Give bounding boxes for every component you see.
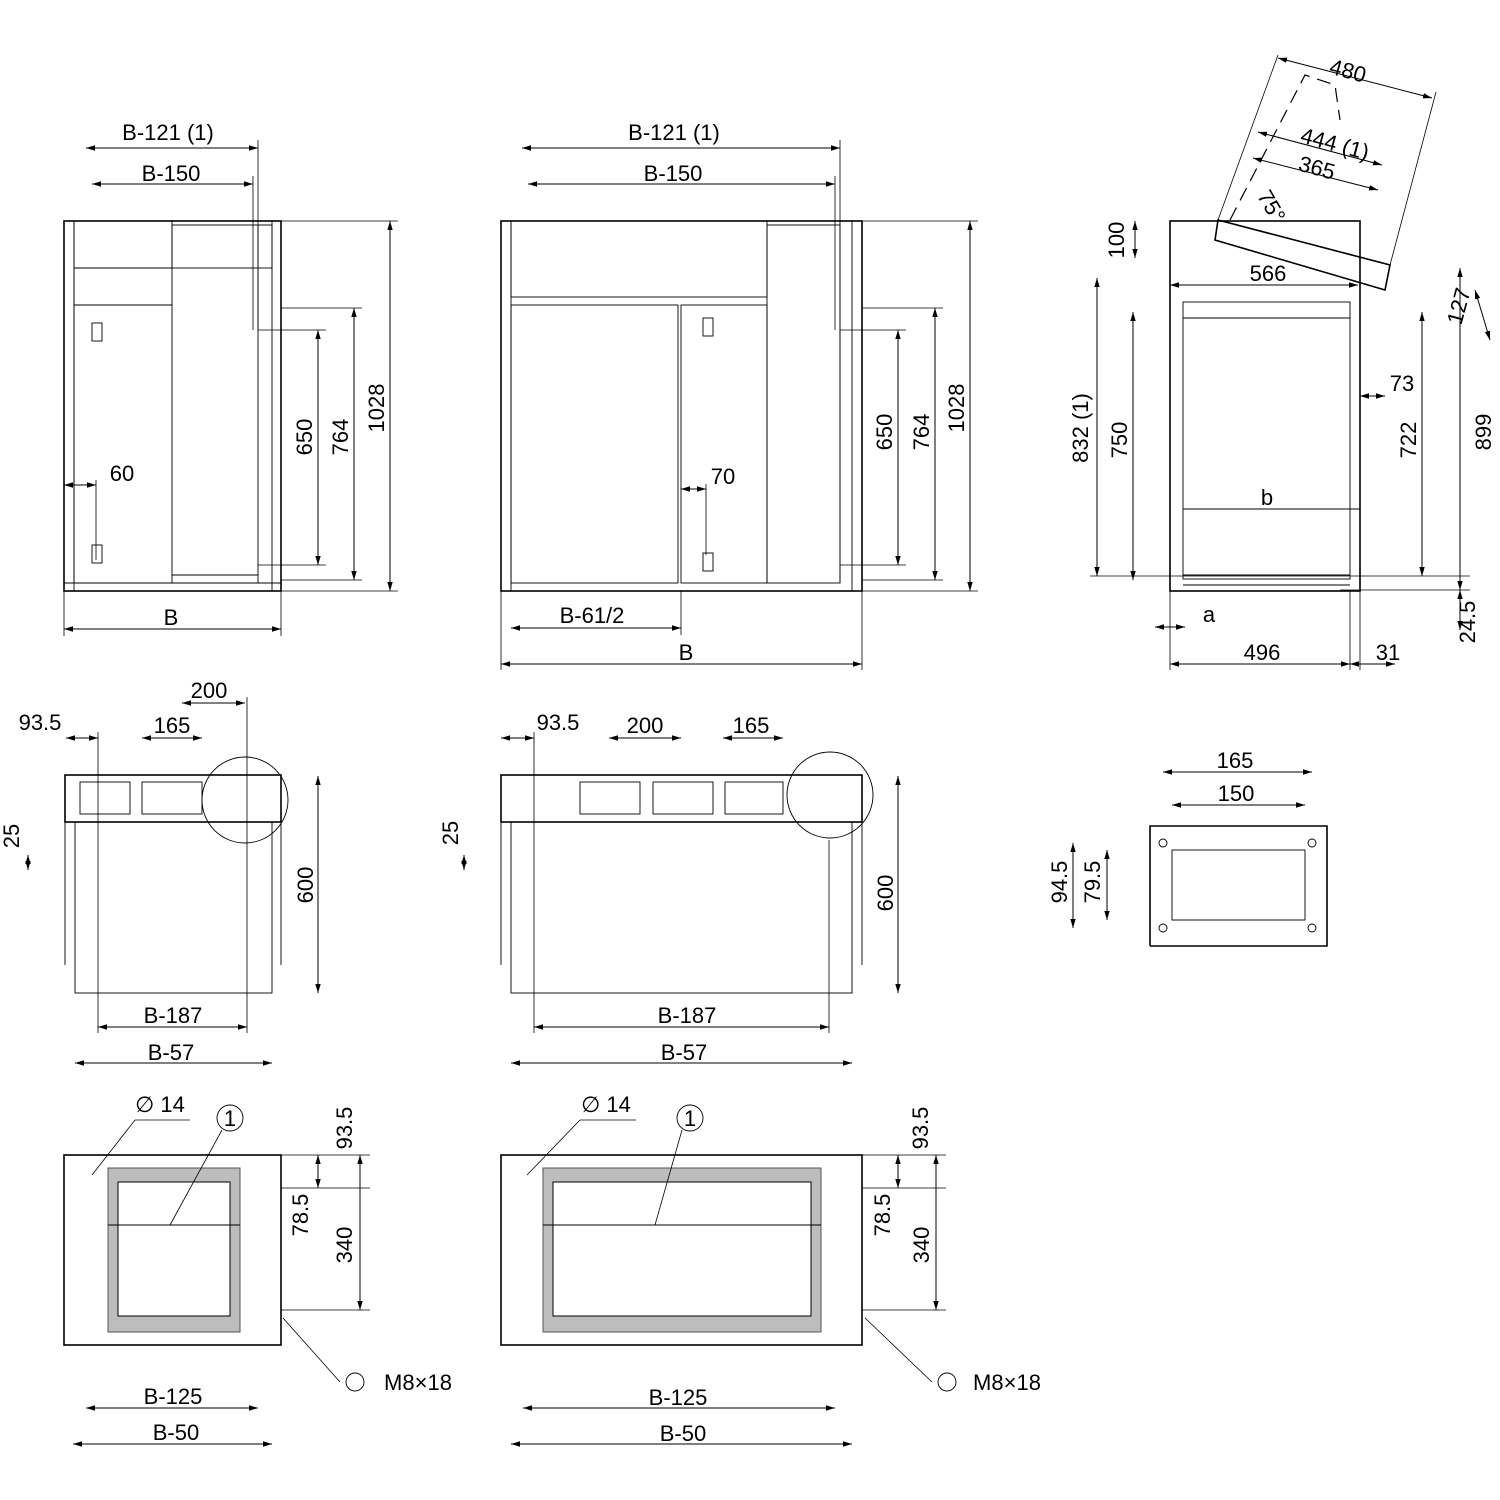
dimension-label-side-view-d566: 566 <box>1250 261 1287 286</box>
bottom-view-double <box>500 1104 957 1447</box>
dimension-label-top-double-d200: 200 <box>627 713 664 738</box>
dimension-label-bottom-single-d78: 78.5 <box>288 1194 313 1237</box>
dimension-label-top-single-w57: B-57 <box>148 1040 194 1065</box>
dimension-label-bottom-single-ref: 1 <box>224 1106 236 1131</box>
dimension-label-top-double-w187: B-187 <box>658 1003 717 1028</box>
dimension-label-bottom-single-d93: 93.5 <box>332 1107 357 1150</box>
dimension-label-side-view-d24: 24.5 <box>1455 601 1480 644</box>
dimension-label-side-view-b: b <box>1261 485 1273 510</box>
side-view <box>1090 54 1491 670</box>
dimension-label-bottom-double-dia: ∅ 14 <box>581 1092 631 1117</box>
dimension-label-side-view-d365: 365 <box>1296 151 1338 185</box>
dimension-label-top-single-d93: 93.5 <box>19 710 62 735</box>
top-view-single <box>25 697 321 1066</box>
dimension-label-top-single-d25: 25 <box>0 824 24 848</box>
dimension-label-bottom-double-d78: 78.5 <box>870 1194 895 1237</box>
dimension-label-front-double-door-h1028: 1028 <box>944 384 969 433</box>
dimension-label-top-single-d165: 165 <box>154 713 191 738</box>
dimension-label-bottom-single-screw: M8×18 <box>384 1370 452 1395</box>
dimension-label-front-single-door-h764: 764 <box>328 419 353 456</box>
dimension-label-detail-d94: 94.5 <box>1047 861 1072 904</box>
dimension-label-top-double-d25: 25 <box>438 821 463 845</box>
dimension-label-bottom-double-d93: 93.5 <box>908 1107 933 1150</box>
detail-view <box>1070 769 1328 947</box>
dimension-label-side-view-d899: 899 <box>1471 414 1496 451</box>
dimension-label-bottom-single-dia: ∅ 14 <box>135 1092 185 1117</box>
dimension-label-front-single-door-w150: B-150 <box>142 161 201 186</box>
dimension-label-front-double-door-width: B <box>679 640 694 665</box>
dimension-label-front-single-door-d60: 60 <box>110 461 134 486</box>
dimension-label-side-view-d480: 480 <box>1327 54 1369 88</box>
dimension-label-front-double-door-w150: B-150 <box>644 161 703 186</box>
dimension-label-detail-d165: 165 <box>1217 748 1254 773</box>
dimension-label-bottom-double-ref: 1 <box>684 1106 696 1131</box>
dimension-label-bottom-double-screw: M8×18 <box>973 1370 1041 1395</box>
dimension-label-bottom-single-d340: 340 <box>332 1227 357 1264</box>
dimension-label-top-single-d600: 600 <box>293 867 318 904</box>
dimension-label-front-single-door-h1028: 1028 <box>364 384 389 433</box>
dimension-label-top-single-d200: 200 <box>191 678 228 703</box>
dimension-label-side-view-d127: 127 <box>1442 285 1476 327</box>
dimension-label-side-view-a: a <box>1203 602 1216 627</box>
dimension-label-front-double-door-w121: B-121 (1) <box>628 120 720 145</box>
dimension-label-side-view-d722: 722 <box>1396 422 1421 459</box>
dimension-label-bottom-double-d340: 340 <box>909 1227 934 1264</box>
dimension-label-bottom-single-w50: B-50 <box>153 1420 199 1445</box>
dimension-label-top-double-d93: 93.5 <box>537 710 580 735</box>
top-view-double <box>461 732 901 1066</box>
dimension-label-front-double-door-h650: 650 <box>872 414 897 451</box>
dimension-label-side-view-d31: 31 <box>1376 640 1400 665</box>
dimension-labels: B-121 (1) B-150 650 764 1028 60B B-121 (1) B-15… <box>0 54 1496 1446</box>
dimension-label-bottom-double-w125: B-125 <box>649 1385 708 1410</box>
front-view-single-door <box>63 140 398 636</box>
dimension-label-side-view-d73: 73 <box>1390 371 1414 396</box>
dimension-label-top-double-d165: 165 <box>733 713 770 738</box>
dimension-label-top-double-w57: B-57 <box>661 1040 707 1065</box>
dimension-label-front-single-door-h650: 650 <box>292 419 317 456</box>
dimension-label-front-double-door-d70: 70 <box>711 464 735 489</box>
dimension-label-side-view-d832: 832 (1) <box>1068 393 1093 463</box>
dimension-label-side-view-d100: 100 <box>1104 222 1129 259</box>
front-view-double-door <box>500 140 978 670</box>
dimension-label-front-double-door-half: B-61/2 <box>560 603 625 628</box>
dimension-label-detail-d79: 79.5 <box>1080 861 1105 904</box>
dimension-label-detail-d150: 150 <box>1218 781 1255 806</box>
dimension-label-front-double-door-h764: 764 <box>909 414 934 451</box>
dimension-label-top-double-d600: 600 <box>873 875 898 912</box>
dimension-label-bottom-double-w50: B-50 <box>660 1421 706 1446</box>
dimension-label-bottom-single-w125: B-125 <box>144 1384 203 1409</box>
dimension-label-front-single-door-w121: B-121 (1) <box>122 120 214 145</box>
dimension-label-side-view-d496: 496 <box>1244 640 1281 665</box>
bottom-view-single <box>63 1104 370 1447</box>
dimension-label-top-single-w187: B-187 <box>144 1003 203 1028</box>
dimension-label-front-single-door-width: B <box>164 605 179 630</box>
dimension-label-side-view-d750: 750 <box>1107 422 1132 459</box>
